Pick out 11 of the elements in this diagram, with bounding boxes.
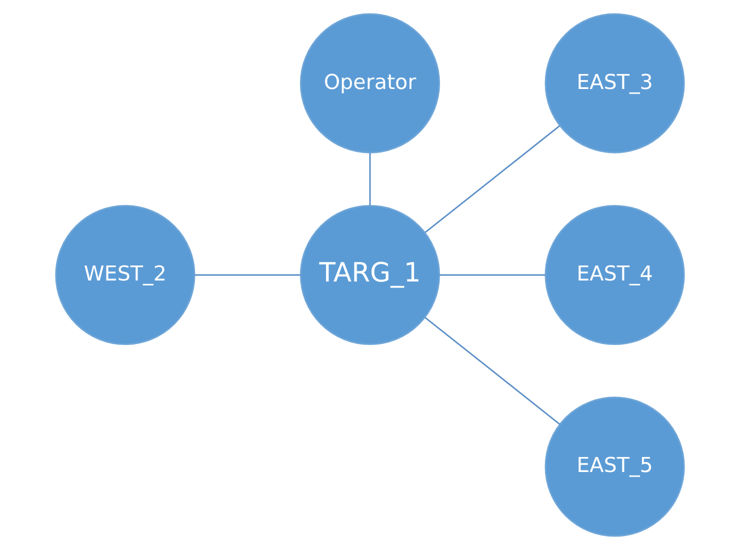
connector	[194, 274, 301, 276]
connector	[369, 152, 371, 206]
node-circle: EAST_4	[544, 204, 685, 346]
connector	[439, 274, 546, 276]
node-circle: WEST_2	[55, 204, 196, 346]
connector	[424, 316, 560, 425]
node-circle: TARG_1	[300, 204, 440, 346]
node-circle: Operator	[300, 13, 440, 154]
node-circle: EAST_3	[544, 13, 685, 154]
connector	[424, 125, 560, 234]
node-circle: EAST_5	[544, 396, 685, 537]
